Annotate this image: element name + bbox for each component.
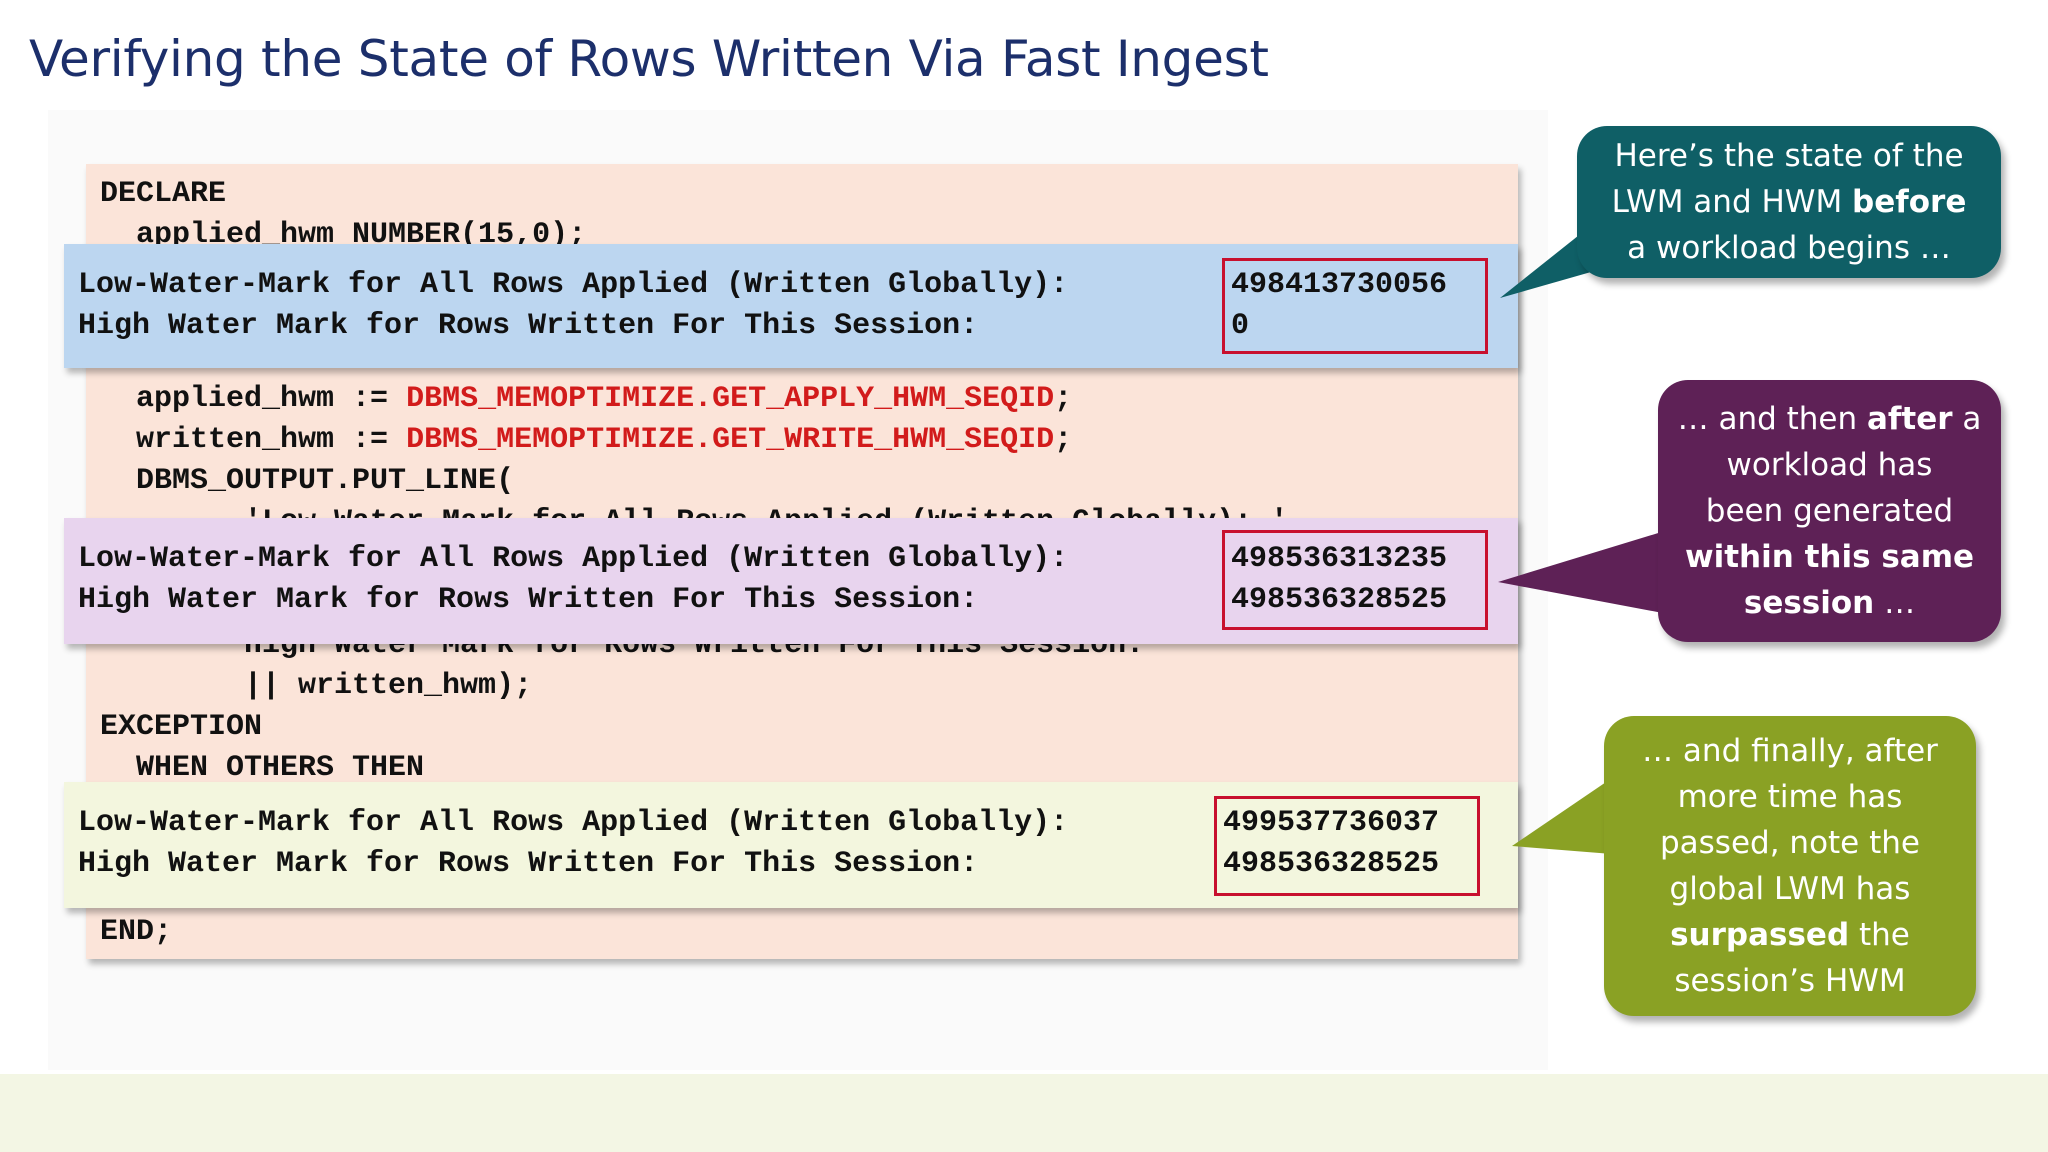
callout-emphasis: within this same [1684, 539, 1975, 575]
hwm-value: 0 [1231, 309, 1250, 343]
callout-run: Here’s the state of the [1614, 138, 1964, 174]
value-highlight-box: 498536313235 498536328525 [1222, 530, 1488, 630]
callout-text: … and then after a workload has been gener… [1678, 396, 1982, 626]
callout-run: a [1952, 401, 1982, 437]
callout-after: … and then after a workload has been gener… [1658, 380, 2001, 642]
value-highlight-box: 499537736037 498536328525 [1214, 796, 1480, 896]
code-assignment: written_hwm := [100, 423, 407, 457]
footer-band [0, 1074, 2048, 1152]
callout-emphasis: surpassed [1670, 917, 1850, 953]
code-assignment: applied_hwm := [100, 382, 407, 416]
output-panel-finally: Low-Water-Mark for All Rows Applied (Wri… [64, 782, 1518, 908]
callout-emphasis: before [1852, 184, 1967, 220]
callout-run: … and finally, after [1642, 733, 1938, 769]
callout-run: passed, note the [1659, 825, 1920, 861]
code-line: DBMS_OUTPUT.PUT_LINE( [100, 464, 515, 498]
lwm-value: 499537736037 [1223, 806, 1440, 840]
code-procedure-call: DBMS_MEMOPTIMIZE.GET_WRITE_HWM_SEQID [406, 423, 1055, 457]
callout-run: LWM and HWM [1611, 184, 1853, 220]
code-terminator: ; [1054, 382, 1073, 416]
code-line: || written_hwm); [100, 669, 533, 703]
hwm-label: High Water Mark for Rows Written For Thi… [78, 309, 979, 343]
callout-emphasis: session [1743, 585, 1875, 621]
callout-finally: … and finally, after more time has passed,… [1604, 716, 1976, 1016]
callout-run: global LWM has [1669, 871, 1911, 907]
callout-run: been generated [1705, 493, 1954, 529]
hwm-label: High Water Mark for Rows Written For Thi… [78, 583, 979, 617]
slide-title: Verifying the State of Rows Written Via … [29, 30, 1269, 88]
callout-run: more time has [1677, 779, 1903, 815]
lwm-value: 498536313235 [1231, 542, 1448, 576]
code-line: written_hwm := DBMS_MEMOPTIMIZE.GET_WRIT… [100, 420, 1072, 461]
code-procedure-call: DBMS_MEMOPTIMIZE.GET_APPLY_HWM_SEQID [406, 382, 1055, 416]
code-line: DECLARE [100, 177, 227, 211]
code-line: EXCEPTION [100, 710, 263, 744]
code-line: END; [100, 915, 173, 949]
hwm-value: 498536328525 [1231, 583, 1448, 617]
value-highlight-box: 498413730056 0 [1222, 258, 1488, 354]
output-panel-after: Low-Water-Mark for All Rows Applied (Wri… [64, 518, 1518, 644]
lwm-label: Low-Water-Mark for All Rows Applied (Wri… [78, 806, 1069, 840]
lwm-label: Low-Water-Mark for All Rows Applied (Wri… [78, 268, 1069, 302]
lwm-label: Low-Water-Mark for All Rows Applied (Wri… [78, 542, 1069, 576]
callout-run: the [1849, 917, 1910, 953]
hwm-label: High Water Mark for Rows Written For Thi… [78, 847, 979, 881]
callout-emphasis: after [1867, 401, 1953, 437]
lwm-value: 498413730056 [1231, 268, 1448, 302]
callout-run: a workload begins … [1627, 230, 1951, 266]
code-terminator: ; [1054, 423, 1073, 457]
code-line: WHEN OTHERS THEN [100, 751, 425, 785]
callout-run: workload has [1726, 447, 1933, 483]
callout-run: … and then [1677, 401, 1867, 437]
callout-run: … [1874, 585, 1916, 621]
callout-run: session’s HWM [1674, 963, 1906, 999]
hwm-value: 498536328525 [1223, 847, 1440, 881]
output-panel-before: Low-Water-Mark for All Rows Applied (Wri… [64, 244, 1518, 368]
code-line: applied_hwm := DBMS_MEMOPTIMIZE.GET_APPL… [100, 379, 1072, 420]
callout-text: … and finally, after more time has passed,… [1642, 728, 1938, 1004]
